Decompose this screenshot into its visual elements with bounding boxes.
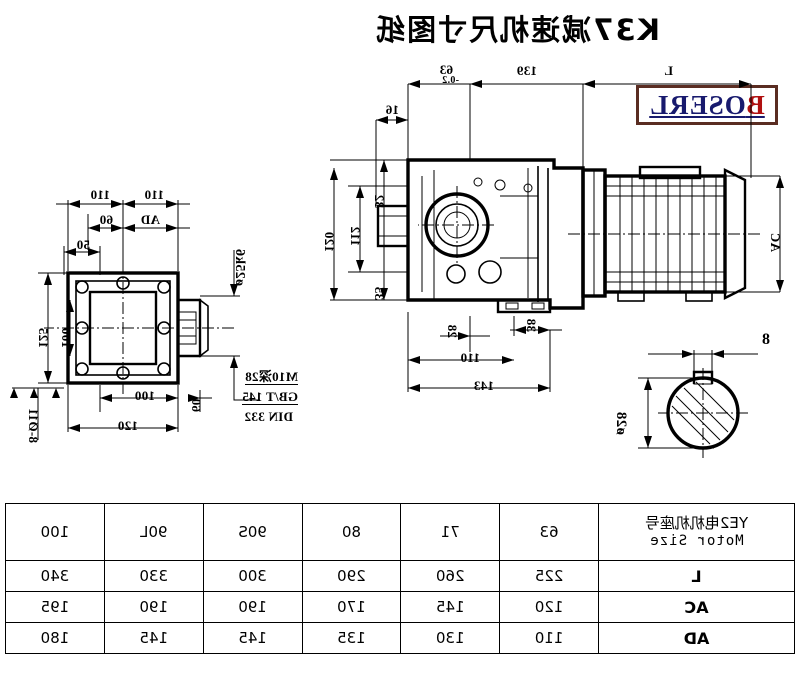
dim-8-holes: 8-Ø11: [26, 408, 41, 443]
table-row: L 225 260 290 300 330 340: [5, 560, 795, 592]
dim-63-tolerance: -0.2: [441, 75, 459, 86]
dim-60-top: 60: [99, 212, 113, 227]
dim-AD: AD: [140, 212, 160, 227]
cell-AC-100: 195: [5, 591, 105, 623]
table-col-80: 80: [302, 503, 401, 561]
dim-28: 28: [445, 324, 460, 338]
dim-38: 38: [524, 318, 539, 332]
row-label-AC: AC: [598, 591, 795, 623]
dim-125: 125: [36, 327, 51, 348]
cell-L-80: 290: [302, 560, 401, 592]
cell-L-71: 260: [400, 560, 500, 592]
dim-shaft-diameter: ø28: [613, 411, 629, 435]
dim-32: 32: [372, 194, 387, 208]
cell-AC-80: 170: [302, 591, 401, 623]
dim-139: 139: [516, 63, 537, 78]
dim-100-horizontal: 100: [134, 388, 155, 403]
note-m10: M10深28: [244, 369, 298, 385]
right-view-geometry: [44, 250, 260, 401]
spec-table: YE2电机机座号 Motor Size 63 71 80 90S 90L 100…: [5, 503, 795, 654]
left-assembly-geometry: [376, 158, 760, 314]
note-gbt145: GB/T 145: [242, 389, 298, 405]
table-row: AD 110 130 135 145 145 180: [5, 622, 795, 654]
table-col-90l: 90L: [104, 503, 204, 561]
dim-key-width: 8: [761, 331, 770, 348]
dim-AC: AC: [768, 232, 783, 252]
cell-L-90s: 300: [203, 560, 303, 592]
row-label-AD: AD: [598, 622, 795, 654]
cell-AC-90s: 190: [203, 591, 303, 623]
cell-AC-90l: 190: [104, 591, 204, 623]
dim-110-a: 110: [144, 187, 164, 202]
dim-shaft-25k6: ø25k6: [232, 248, 247, 286]
dim-50: 50: [76, 237, 90, 252]
table-row: AC 120 145 170 190 190 195: [5, 591, 795, 623]
table-header-row: YE2电机机座号 Motor Size 63 71 80 90S 90L 100: [5, 503, 795, 561]
table-col-63: 63: [499, 503, 599, 561]
dim-16: 16: [385, 102, 399, 117]
spec-table-body: YE2电机机座号 Motor Size 63 71 80 90S 90L 100…: [5, 503, 795, 654]
dim-110-left: 110: [460, 350, 480, 365]
dim-112: 112: [348, 226, 363, 246]
table-col-90s: 90S: [203, 503, 303, 561]
cell-AD-63: 110: [499, 622, 599, 654]
dim-120: 120: [322, 231, 337, 252]
table-header-motor-size: YE2电机机座号 Motor Size: [598, 503, 795, 561]
table-col-71: 71: [400, 503, 500, 561]
dim-35: 35: [372, 286, 387, 300]
cell-AC-63: 120: [499, 591, 599, 623]
dim-143: 143: [473, 378, 494, 393]
cell-AD-90l: 145: [104, 622, 204, 654]
dim-120-right: 120: [117, 418, 138, 433]
cell-L-100: 340: [5, 560, 105, 592]
table-col-100: 100: [5, 503, 105, 561]
left-view-dimension-lines: [330, 80, 784, 392]
cell-AD-90s: 145: [203, 622, 303, 654]
note-din332: DIN 332: [244, 409, 293, 424]
row-label-L: L: [598, 560, 795, 592]
cell-L-90l: 330: [104, 560, 204, 592]
dim-60-bottom: 60: [189, 398, 204, 412]
cell-L-63: 225: [499, 560, 599, 592]
key-section-detail: [638, 350, 758, 458]
motor-size-table: YE2电机机座号 Motor Size 63 71 80 90S 90L 100…: [5, 503, 795, 654]
dim-L: L: [664, 63, 673, 78]
right-view-dimension-lines: [10, 200, 212, 440]
header-label-cn: YE2电机机座号: [644, 513, 749, 532]
cell-AD-100: 180: [5, 622, 105, 654]
cell-AD-80: 135: [302, 622, 401, 654]
dim-100-vertical: 100: [59, 327, 74, 348]
cell-AC-71: 145: [400, 591, 500, 623]
cell-AD-71: 130: [400, 622, 500, 654]
dim-110-b: 110: [90, 187, 110, 202]
header-label-en: Motor Size: [649, 532, 744, 549]
